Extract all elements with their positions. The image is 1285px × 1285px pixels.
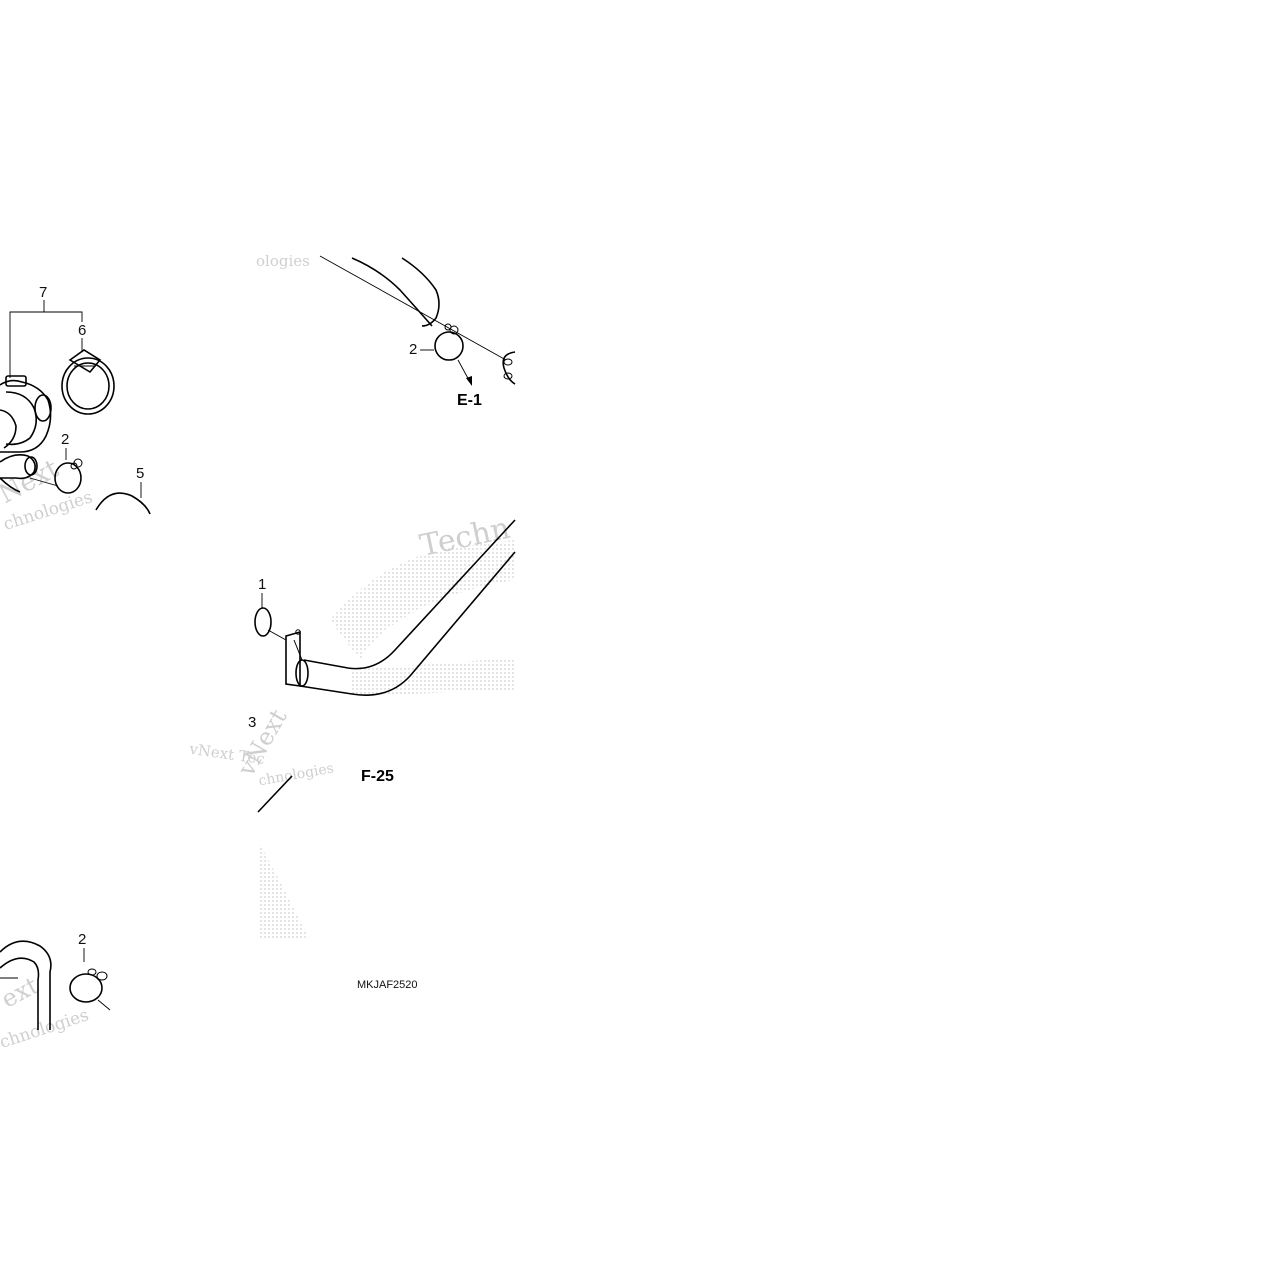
hose-clip-part-2-lower	[69, 968, 108, 1003]
callout-2-lower: 2	[78, 931, 86, 948]
logo-watermark-lower	[258, 800, 310, 940]
left-panel: chnologies Next chnologies ext 7 6	[0, 284, 151, 1053]
hose-clip-part-2-top	[434, 323, 464, 361]
arrow-to-f25-lower	[97, 999, 111, 1011]
hose-clip-right-edge	[502, 351, 516, 385]
middle-panel: ologies 2 E-1 Techn	[187, 252, 516, 991]
callout-2-top: 2	[409, 341, 417, 358]
pipe-part-3	[285, 519, 516, 696]
pipe-lower-segment	[257, 775, 293, 813]
callout-2-left: 2	[61, 431, 69, 448]
ref-e1: E-1	[457, 392, 482, 409]
callout-7: 7	[39, 284, 47, 301]
hose-top	[351, 257, 433, 327]
leader-line-7	[9, 311, 83, 378]
watermark-text: chnologies	[257, 760, 335, 789]
arrowhead-e1	[466, 376, 472, 386]
callout-3: 3	[248, 714, 256, 731]
callout-5: 5	[136, 465, 144, 482]
callout-1: 1	[258, 576, 266, 593]
valve-assembly-part-7	[0, 375, 52, 493]
lower-hose	[0, 940, 52, 1030]
watermark-text: ologies	[256, 252, 310, 270]
hose-top-outer	[401, 257, 440, 327]
o-ring-part-1	[254, 607, 272, 637]
watermark-text: ext	[0, 971, 43, 1013]
diagram-code: MKJAF2520	[357, 979, 418, 991]
leader-diagonal	[319, 255, 507, 361]
leader-line-1-b	[267, 629, 287, 641]
watermark-text: chnologies	[0, 1005, 91, 1053]
hose-part-5	[95, 492, 151, 515]
ref-f25: F-25	[361, 768, 394, 785]
hose-clip-part-2	[54, 458, 83, 494]
leader-to-hose	[29, 477, 59, 487]
hose-band-part-6	[61, 349, 115, 415]
callout-6: 6	[78, 322, 86, 339]
